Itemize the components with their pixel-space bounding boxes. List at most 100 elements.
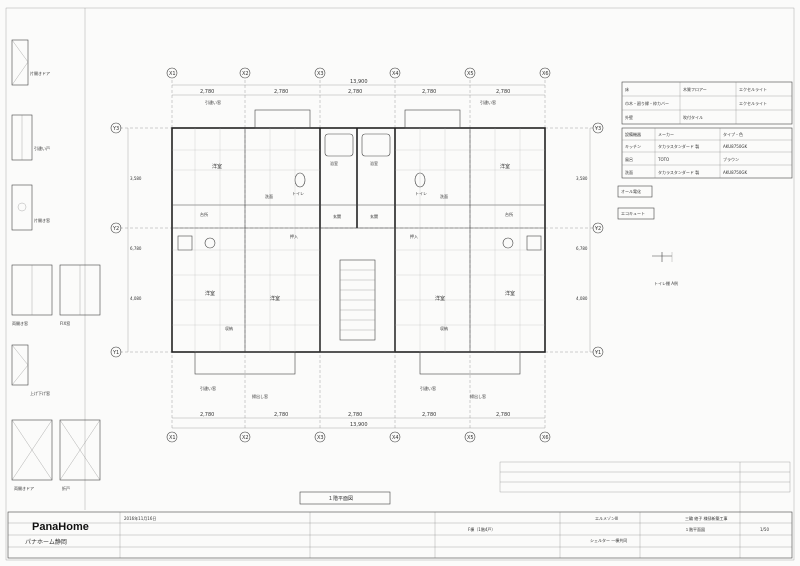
company-sub: パナホーム静岡 [25, 538, 67, 546]
equipment-table: 設備機器 メーカー タイプ・色 キッチン タカラスタンダード 製 AKU8750… [621, 127, 793, 179]
equipment-item: 洗面 [625, 169, 633, 175]
dim-top-2: 2,780 [274, 89, 288, 95]
window-label: 引違い窓 [420, 385, 436, 391]
dim-overall-top: 13,900 [350, 79, 368, 85]
axis-bottom-1: X1 [169, 435, 176, 441]
room-label: 台所 [200, 211, 208, 217]
finish-table: 床 木質フロアー エクセルライト 巾木・廻り縁・枠カバー エクセルライト 外壁 … [621, 81, 793, 125]
room-labels: 洋室 洋室 洋室 洋室 洋室 洋室 台所 台所 浴室 浴室 玄関 玄関 洗面 洗… [200, 160, 515, 331]
equipment-type: ブラウン [723, 156, 739, 162]
spec-tags: オール電化 エコキュート [617, 185, 655, 220]
toilet-left [294, 172, 306, 188]
client-name: 三輪 綾子 様邸新築工事 [685, 515, 728, 521]
legend-label: 片開きドア [30, 70, 50, 76]
room-label: 洋室 [270, 295, 280, 302]
dim-top-1: 2,780 [200, 89, 214, 95]
sheet-border [5, 7, 795, 561]
room-label: 洋室 [212, 163, 222, 170]
dim-right-3: 4,080 [576, 296, 588, 301]
window-label: 引違い窓 [200, 385, 216, 391]
dim-right-2: 6,780 [576, 246, 588, 251]
room-label: トイレ [415, 191, 427, 196]
room-label: 洗面 [265, 193, 273, 199]
room-label: 台所 [505, 211, 513, 217]
room-label: 洋室 [500, 163, 510, 170]
equipment-maker: TOTO [657, 157, 669, 162]
axis-top-2: X2 [242, 71, 249, 77]
structural-grid: X1 X2 X3 X4 X5 X6 X1 X2 X3 X4 X5 X6 Y3 Y… [110, 67, 604, 443]
axis-left-3: Y1 [112, 350, 119, 356]
finish-value: 吹付タイル [683, 114, 703, 120]
dimensions: 2,780 2,780 2,780 2,780 2,780 13,900 2,7… [127, 79, 591, 429]
dim-bottom-5: 2,780 [496, 412, 510, 418]
plan-title: １階平面図 [328, 495, 353, 502]
axis-top-4: X4 [392, 71, 399, 77]
finish-label: 巾木・廻り縁・枠カバー [625, 100, 669, 106]
company-logo: PanaHome [32, 521, 89, 533]
building-type: シェルター 一棟共同 [590, 537, 627, 543]
window-label: 引違い窓 [205, 99, 221, 105]
dim-top-4: 2,780 [422, 89, 436, 95]
axis-bottom-6: X6 [542, 435, 549, 441]
room-label: 収納 [225, 325, 233, 331]
axis-top-5: X5 [467, 71, 474, 77]
building-walls [171, 109, 546, 375]
revision-table [499, 461, 791, 512]
toilet-note: トイレ棚 A例 [654, 280, 678, 286]
dim-left-2: 6,780 [130, 246, 142, 251]
dim-top-3: 2,780 [348, 89, 362, 95]
window-label: 掃出し窓 [470, 393, 486, 399]
building-name: F棟（1階4戸） [468, 526, 495, 532]
finish-value: 木質フロアー [683, 86, 707, 92]
axis-top-1: X1 [169, 71, 176, 77]
title-block: PanaHome パナホーム静岡 2016年11月16日 F棟（1階4戸） エル… [7, 511, 793, 559]
plan-title-box: １階平面図 [299, 491, 391, 505]
room-label: 押入 [410, 233, 418, 239]
kitchen-sink-right [526, 235, 542, 251]
room-label: 収納 [440, 325, 448, 331]
project-name: エルメゾンⅢ [595, 516, 618, 521]
legend-label: 両開き窓 [12, 320, 28, 326]
window-label: 引違い窓 [480, 99, 496, 105]
axis-bottom-2: X2 [242, 435, 249, 441]
room-label: 押入 [290, 233, 298, 239]
balcony-right [419, 351, 521, 375]
dim-left-1: 3,580 [130, 176, 142, 181]
legend-labels: 片開きドア 引違い戸 片開き窓 両開き窓 FIX窓 上げ下げ窓 両開きドア 折戸 [12, 70, 70, 491]
legend-label: 両開きドア [14, 485, 34, 491]
drawing-name: １階平面図 [685, 526, 705, 532]
axis-bottom-3: X3 [317, 435, 324, 441]
dim-right-1: 3,580 [576, 176, 588, 181]
dim-left-3: 4,080 [130, 296, 142, 301]
dim-overall-bottom: 13,900 [350, 422, 368, 428]
balcony-left [194, 351, 296, 375]
room-label: 浴室 [370, 160, 378, 166]
bathtub-left [324, 133, 354, 157]
kitchen-sink-left [177, 235, 193, 251]
room-label: 洗面 [440, 193, 448, 199]
equipment-header: タイプ・色 [723, 131, 743, 137]
equipment-item: 風呂 [625, 157, 633, 162]
axis-left-1: Y3 [112, 126, 119, 132]
axis-right-3: Y1 [594, 350, 601, 356]
axis-top-3: X3 [317, 71, 324, 77]
window-label: 掃出し窓 [252, 393, 268, 399]
window-door-legend [11, 39, 101, 481]
equipment-maker: タカラスタンダード 製 [658, 143, 699, 149]
room-label: 玄関 [370, 213, 378, 219]
axis-bottom-4: X4 [392, 435, 399, 441]
issue-date: 2016年11月16日 [124, 515, 156, 521]
tag-ecocute: エコキュート [621, 211, 645, 216]
legend-label: 折戸 [62, 485, 70, 491]
room-label: 洋室 [435, 295, 445, 302]
dim-top-5: 2,780 [496, 89, 510, 95]
window-labels: 引違い窓 引違い窓 引違い窓 引違い窓 掃出し窓 掃出し窓 [200, 99, 496, 399]
finish-label: 床 [625, 86, 629, 92]
room-label: 洋室 [505, 290, 515, 297]
legend-label: 上げ下げ窓 [30, 390, 50, 396]
tag-all-electric: オール電化 [621, 188, 641, 194]
finish-value: エクセルライト [739, 86, 767, 92]
legend-label: 引違い戸 [34, 145, 50, 151]
